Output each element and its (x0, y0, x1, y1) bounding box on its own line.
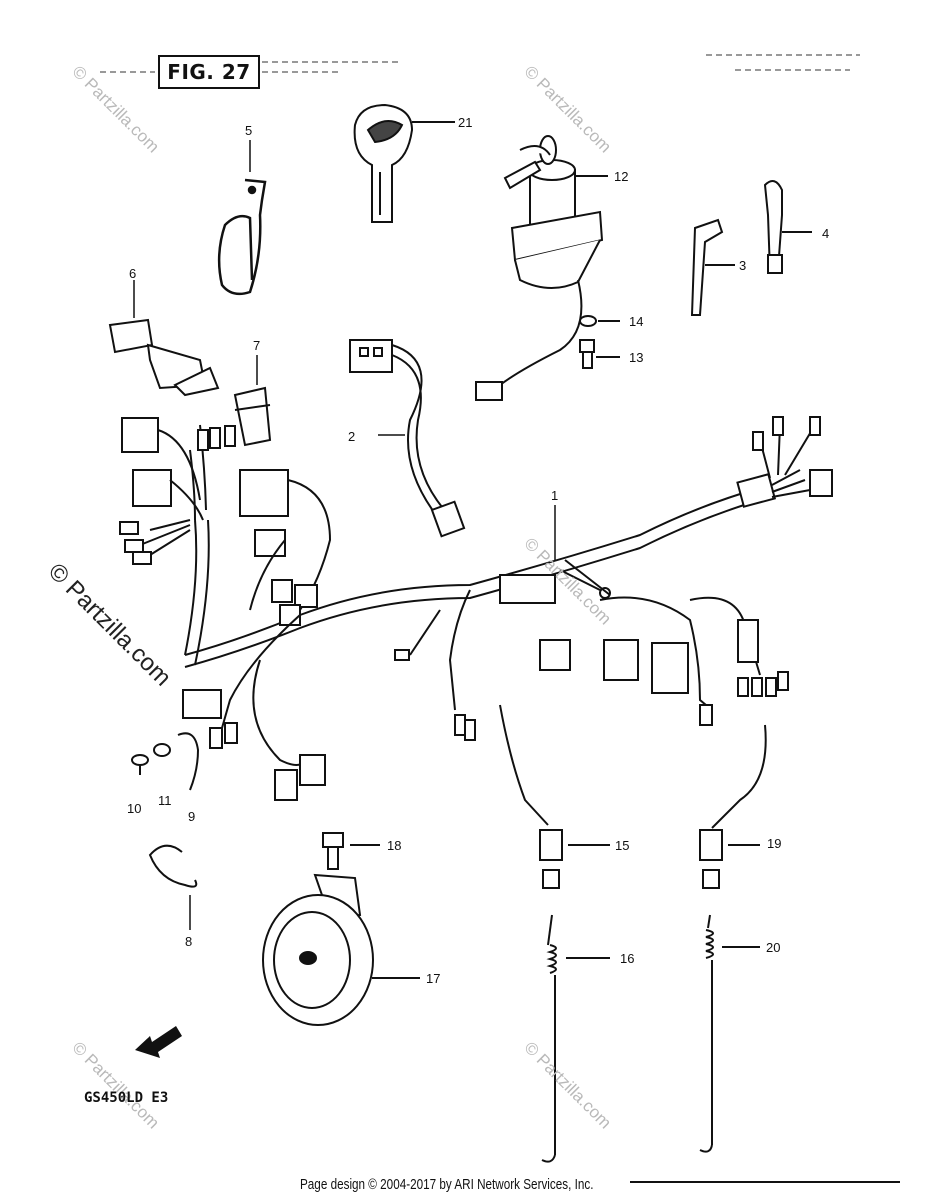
forward-arrow-icon (135, 1026, 182, 1058)
callout-14: 14 (629, 314, 643, 329)
header-dashes (100, 54, 860, 73)
callout-7: 7 (253, 338, 260, 353)
model-code: GS450LD E3 (84, 1090, 169, 1106)
callout-12: 12 (614, 169, 628, 184)
callout-10: 10 (127, 801, 141, 816)
clamp-part-7 (233, 355, 272, 447)
washer-part-11 (153, 743, 171, 757)
screw-part-10 (131, 754, 149, 775)
callout-16: 16 (620, 951, 634, 966)
callout-4: 4 (822, 226, 829, 241)
bolt-part-18 (322, 832, 380, 870)
footer-copyright: Page design © 2004-2017 by ARI Network S… (300, 1176, 594, 1193)
figure-title: FIG. 27 (158, 55, 260, 89)
horn-part-17 (262, 873, 420, 1026)
callout-18: 18 (387, 838, 401, 853)
callout-2: 2 (348, 429, 355, 444)
callout-9: 9 (188, 809, 195, 824)
ignition-switch-part-12 (475, 135, 608, 401)
callout-8: 8 (185, 934, 192, 949)
callout-20: 20 (766, 940, 780, 955)
callout-19: 19 (767, 836, 781, 851)
key-part-21 (353, 103, 455, 223)
callout-6: 6 (129, 266, 136, 281)
spring-clip-part-8 (148, 844, 198, 930)
callout-3: 3 (739, 258, 746, 273)
callout-1: 1 (551, 488, 558, 503)
clamp-part-9 (177, 732, 200, 791)
main-wiring-harness-part-1 (119, 416, 833, 801)
callout-13: 13 (629, 350, 643, 365)
callout-21: 21 (458, 115, 472, 130)
bolt-part-13 (579, 339, 620, 369)
sub-harness-part-2 (349, 339, 466, 538)
callout-5: 5 (245, 123, 252, 138)
callout-labels: 1 2 3 4 5 6 7 8 9 10 11 12 13 14 15 16 1… (127, 115, 829, 986)
callout-15: 15 (615, 838, 629, 853)
clamp-part-6 (108, 280, 220, 397)
spring-part-16 (541, 914, 610, 1163)
brake-switch-part-15 (499, 704, 610, 889)
callout-11: 11 (158, 793, 172, 808)
callout-17: 17 (426, 971, 440, 986)
spring-part-20 (699, 914, 760, 1153)
brake-switch-part-19 (699, 724, 767, 889)
clip-part-5 (217, 140, 267, 296)
band-part-3 (690, 218, 735, 316)
cable-tie-part-4 (763, 180, 812, 274)
washer-part-14 (579, 315, 620, 327)
